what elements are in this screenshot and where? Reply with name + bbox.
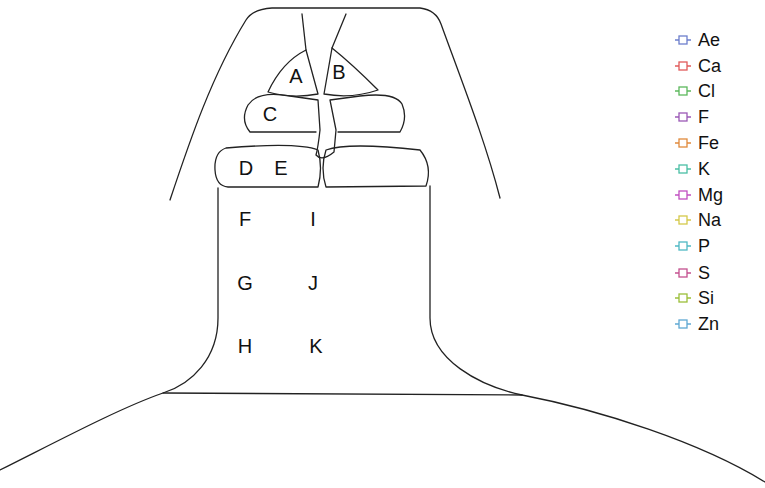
legend-row: Zn [674, 313, 719, 335]
legend-sample [674, 59, 692, 73]
legend-label: Si [698, 289, 714, 307]
legend-sample [674, 136, 692, 150]
legend-sample [674, 266, 692, 280]
legend-label: Fe [698, 134, 719, 152]
legend-label: Mg [698, 186, 723, 204]
legend-label: Cl [698, 82, 715, 100]
region-a [268, 50, 318, 96]
region-label: J [308, 273, 318, 293]
region-label: I [310, 209, 316, 229]
region-label: H [238, 336, 252, 356]
legend-label: Ca [698, 57, 721, 75]
legend-row: Mg [674, 184, 723, 206]
region-label: G [237, 273, 253, 293]
region-b [324, 48, 378, 96]
legend-sample [674, 317, 692, 331]
legend-label: Na [698, 211, 721, 229]
region-de-left [215, 145, 321, 187]
legend-sample [674, 33, 692, 47]
neck-right [430, 186, 522, 395]
midline [302, 14, 346, 50]
legend-sample [674, 110, 692, 124]
legend-sample [674, 84, 692, 98]
region-label: C [263, 104, 277, 124]
legend-row: Si [674, 287, 714, 309]
region-label: F [239, 209, 251, 229]
legend-sample [674, 291, 692, 305]
legend-row: S [674, 262, 710, 284]
legend-sample [674, 213, 692, 227]
legend-label: Zn [698, 315, 719, 333]
region-label: E [274, 158, 287, 178]
legend-label: S [698, 264, 710, 282]
legend-row: Ae [674, 29, 720, 51]
region-de-right [323, 146, 428, 187]
region-label: A [289, 66, 302, 86]
legend-sample [674, 239, 692, 253]
legend-row: K [674, 158, 710, 180]
legend-row: Cl [674, 80, 715, 102]
legend-sample [674, 162, 692, 176]
legend-sample [674, 188, 692, 202]
legend-label: K [698, 160, 710, 178]
head-outline [170, 8, 500, 200]
region-c [244, 94, 404, 158]
legend-label: Ae [698, 31, 720, 49]
legend-label: F [698, 108, 709, 126]
region-label: D [239, 158, 253, 178]
legend-row: Ca [674, 55, 721, 77]
legend-row: Fe [674, 132, 719, 154]
legend-row: P [674, 235, 710, 257]
region-label: K [309, 336, 322, 356]
legend-row: Na [674, 209, 721, 231]
body-outline [0, 393, 765, 482]
region-label: B [332, 62, 345, 82]
neck-left [163, 188, 218, 393]
legend-label: P [698, 237, 710, 255]
legend-row: F [674, 106, 709, 128]
